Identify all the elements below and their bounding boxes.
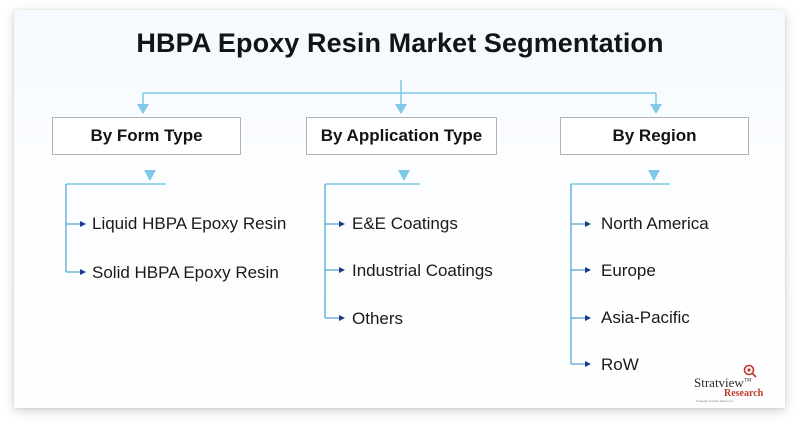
segment-item-region-1: North America	[601, 214, 709, 233]
arrowhead-application	[395, 104, 407, 114]
diagram-title: HBPA Epoxy Resin Market Segmentation	[136, 28, 664, 58]
bullet-region-4	[585, 361, 591, 367]
bullet-application-2	[339, 267, 345, 273]
logo-tagline: Strategic Insights Delivered	[696, 399, 733, 403]
segment-item-region-2: Europe	[601, 261, 656, 280]
diagram-card	[14, 10, 785, 408]
segment-item-region-4: RoW	[601, 355, 639, 374]
logo-brand: StratviewTM	[694, 375, 752, 390]
bullet-form-1	[80, 221, 86, 227]
arrowhead-form	[137, 104, 149, 114]
segment-item-region-3: Asia-Pacific	[601, 308, 690, 327]
sub-arrow-application	[398, 170, 410, 181]
bullet-region-1	[585, 221, 591, 227]
bullet-application-1	[339, 221, 345, 227]
segment-item-form-2: Solid HBPA Epoxy Resin	[92, 263, 279, 282]
stratview-logo: StratviewTM Research Strategic Insights …	[694, 364, 794, 404]
bullet-region-3	[585, 315, 591, 321]
sub-arrow-region	[648, 170, 660, 181]
category-box-application-type: By Application Type	[306, 117, 497, 155]
magnifier-icon	[743, 364, 757, 378]
bullet-application-3	[339, 315, 345, 321]
segment-item-application-2: Industrial Coatings	[352, 261, 493, 280]
category-box-region: By Region	[560, 117, 749, 155]
bullet-region-2	[585, 267, 591, 273]
bullet-form-2	[80, 269, 86, 275]
sub-arrow-form	[144, 170, 156, 181]
segment-item-application-3: Others	[352, 309, 404, 328]
segment-item-form-1: Liquid HBPA Epoxy Resin	[92, 214, 287, 233]
logo-sub: Research	[724, 388, 764, 399]
segment-item-application-1: E&E Coatings	[352, 214, 458, 233]
category-box-form-type: By Form Type	[52, 117, 241, 155]
arrowhead-region	[650, 104, 662, 114]
